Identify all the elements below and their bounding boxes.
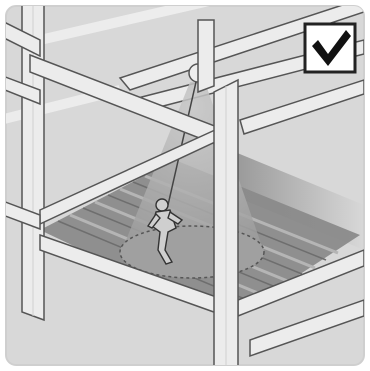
scaffold-post-right: [198, 20, 214, 92]
scaffold-post-center: [214, 80, 238, 371]
status-check-box: [305, 24, 355, 72]
